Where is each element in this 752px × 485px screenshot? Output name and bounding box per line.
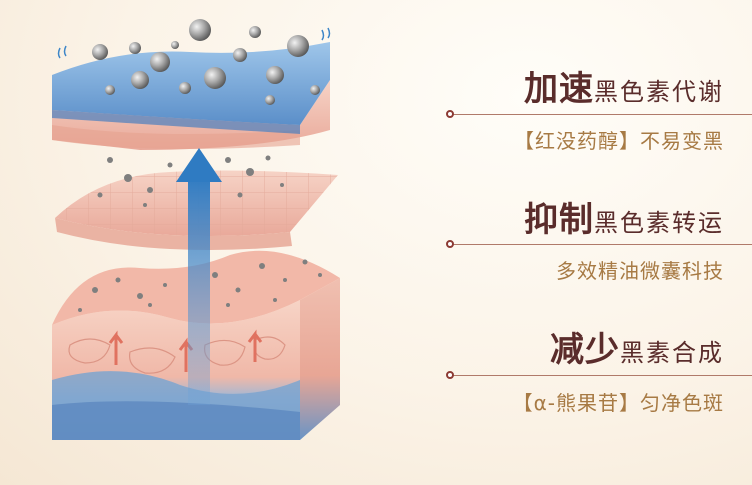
top-layer: [52, 19, 331, 150]
feature-headline: 加速黑色素代谢: [524, 72, 724, 106]
skin-layers-illustration: [52, 19, 340, 440]
feature-keyword: 减少: [550, 330, 620, 370]
feature-subtitle: 多效精油微囊科技: [556, 259, 724, 283]
feature-keyword: 抑制: [524, 200, 594, 240]
transport-arrow: [176, 148, 222, 405]
feature-item: 加速黑色素代谢: [524, 72, 724, 106]
feature-subtitle: 【红没药醇】不易变黑: [514, 129, 724, 153]
feature-subtitle-wrap: 多效精油微囊科技: [556, 255, 724, 284]
feature-subtitle: 【α-熊果苷】匀净色斑: [512, 391, 724, 415]
bullet-dot-icon: [446, 240, 454, 248]
feature-headline: 减少黑素合成: [550, 333, 724, 367]
divider-line: [452, 244, 752, 245]
melanin-particles: [92, 19, 320, 105]
feature-subtitle-wrap: 【红没药醇】不易变黑: [514, 125, 724, 154]
feature-headline: 抑制黑色素转运: [524, 203, 724, 237]
feature-title: 黑色素转运: [594, 209, 724, 237]
bullet-dot-icon: [446, 371, 454, 379]
divider-line: [452, 375, 752, 376]
feature-list: 加速黑色素代谢 【红没药醇】不易变黑 抑制黑色素转运 多效精油微囊科技 减少黑素…: [420, 0, 752, 485]
feature-subtitle-wrap: 【α-熊果苷】匀净色斑: [513, 387, 724, 416]
feature-keyword: 加速: [524, 69, 594, 109]
feature-title: 黑素合成: [620, 339, 724, 367]
dermis-block: [52, 250, 340, 440]
bullet-dot-icon: [446, 110, 454, 118]
feature-item: 减少黑素合成: [550, 333, 724, 367]
divider-line: [452, 114, 752, 115]
feature-item: 抑制黑色素转运: [524, 203, 724, 237]
feature-title: 黑色素代谢: [594, 78, 724, 106]
